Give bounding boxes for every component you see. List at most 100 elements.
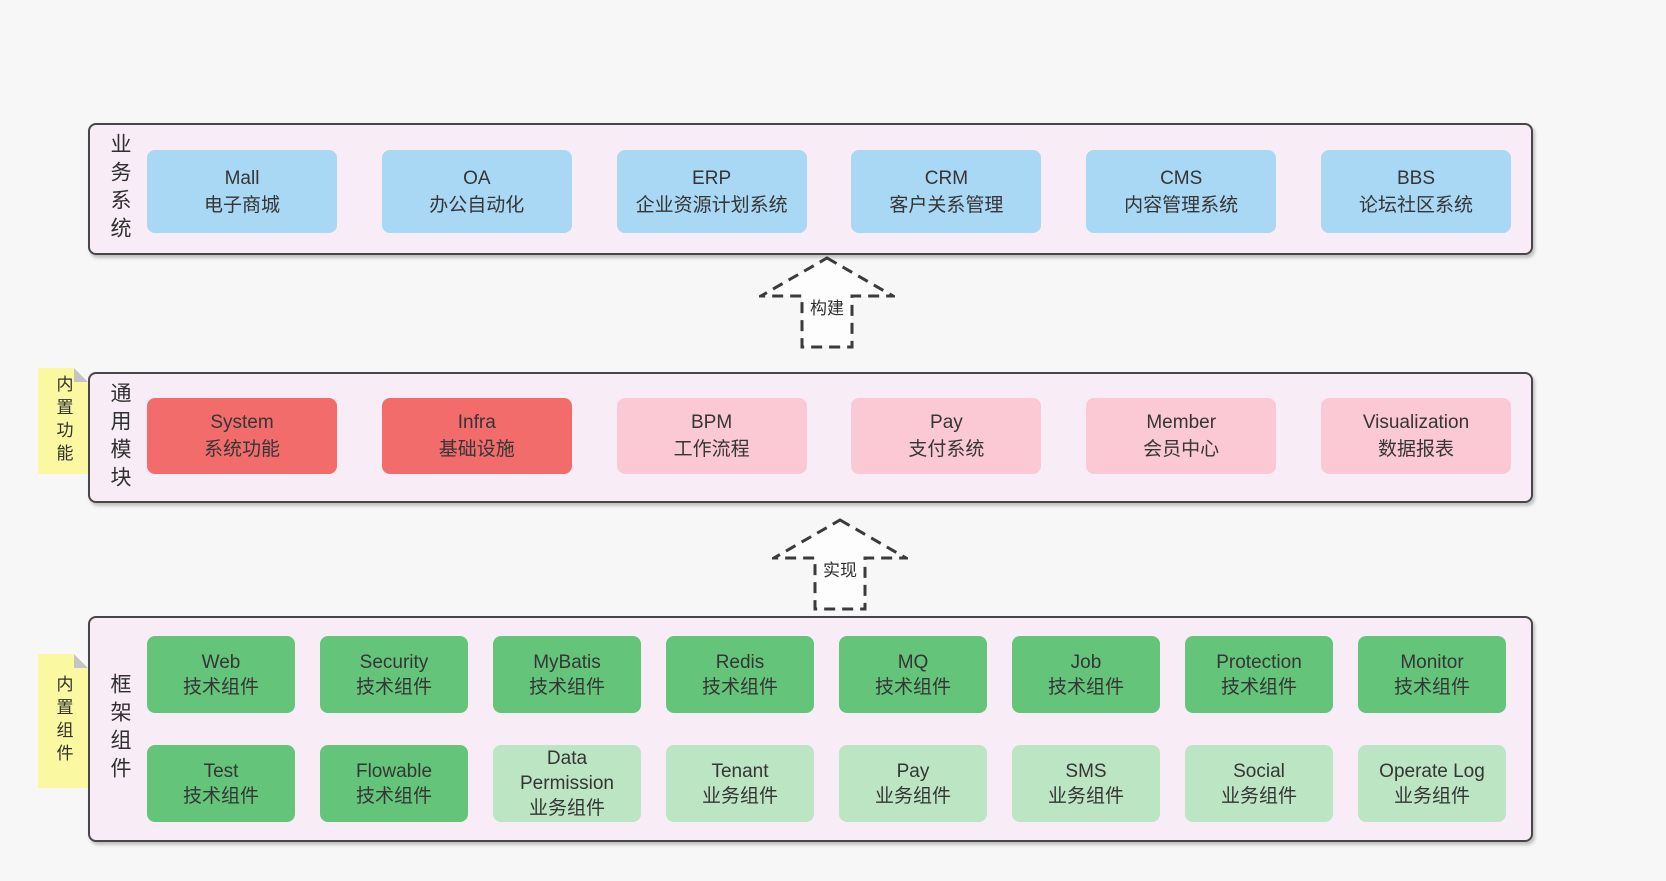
business-box-row: Mall 电子商城 OA 办公自动化 ERP 企业资源计划系统 CRM 客户关系… (147, 150, 1511, 233)
box-subtitle: 基础设施 (438, 439, 515, 460)
box-subtitle: 办公自动化 (429, 194, 525, 216)
box-job: Job 技术组件 (1012, 636, 1160, 713)
box-title: Pay (930, 412, 963, 433)
box-subtitle: 技术组件 (874, 676, 951, 698)
band-business-systems: 业务系统 Mall 电子商城 OA 办公自动化 ERP 企业资源计划系统 CRM… (88, 123, 1533, 255)
build-arrow-label: 构建 (759, 294, 895, 319)
components-box-row-1: Web 技术组件 Security 技术组件 MyBatis 技术组件 Redi… (147, 636, 1506, 713)
box-social: Social 业务组件 (1185, 745, 1333, 822)
box-bbs: BBS 论坛社区系统 (1320, 150, 1511, 233)
sticky-note-built-in-components: 内置组件 (38, 654, 88, 788)
box-subtitle: 电子商城 (203, 194, 280, 216)
box-subtitle: 业务组件 (1393, 785, 1470, 807)
box-title: BBS (1396, 167, 1435, 189)
box-title: Member (1146, 412, 1217, 433)
box-pay-business: Pay 业务组件 (839, 745, 987, 822)
band-label-common-modules: 通用模块 (108, 381, 131, 494)
box-protection: Protection 技术组件 (1185, 636, 1333, 713)
box-title: CRM (924, 167, 969, 189)
box-subtitle: 业务组件 (1220, 785, 1297, 807)
box-flowable: Flowable 技术组件 (320, 745, 468, 822)
components-box-row-2: Test 技术组件 Flowable 技术组件 Data Permission … (147, 745, 1506, 822)
box-title: Flowable (355, 760, 433, 782)
box-test: Test 技术组件 (147, 745, 295, 822)
band-label-framework-components: 框架组件 (108, 673, 131, 785)
box-sms: SMS 业务组件 (1012, 745, 1160, 822)
box-subtitle: 技术组件 (701, 676, 778, 698)
box-mybatis: MyBatis 技术组件 (493, 636, 641, 713)
box-title: Mall (224, 167, 260, 189)
box-subtitle: 企业资源计划系统 (635, 194, 788, 216)
box-title: BPM (691, 412, 733, 433)
box-oa: OA 办公自动化 (381, 150, 572, 233)
band-framework-components: 框架组件 Web 技术组件 Security 技术组件 MyBatis 技术组件… (88, 616, 1533, 842)
box-subtitle: 技术组件 (1047, 676, 1124, 698)
box-title: Tenant (711, 760, 769, 782)
box-subtitle: 内容管理系统 (1124, 194, 1239, 216)
box-subtitle: 业务组件 (1047, 785, 1124, 807)
box-subtitle: 客户关系管理 (889, 194, 1004, 216)
box-title: Web (201, 651, 241, 673)
box-redis: Redis 技术组件 (666, 636, 814, 713)
box-title: Data Permission (520, 748, 614, 794)
box-cms: CMS 内容管理系统 (1086, 150, 1277, 233)
box-bpm: BPM 工作流程 (616, 398, 807, 474)
box-subtitle: 论坛社区系统 (1358, 194, 1473, 216)
box-title: ERP (692, 167, 732, 189)
box-subtitle: 数据报表 (1377, 439, 1454, 460)
box-security: Security 技术组件 (320, 636, 468, 713)
box-pay: Pay 支付系统 (851, 398, 1042, 474)
box-member: Member 会员中心 (1086, 398, 1277, 474)
box-title: Visualization (1362, 412, 1470, 433)
box-visualization: Visualization 数据报表 (1320, 398, 1511, 474)
box-subtitle: 技术组件 (1220, 676, 1297, 698)
build-arrow: 构建 (759, 256, 895, 350)
box-operate-log: Operate Log 业务组件 (1358, 745, 1506, 822)
box-subtitle: 业务组件 (528, 798, 605, 819)
box-title: Test (203, 760, 239, 782)
box-title: Job (1070, 651, 1102, 673)
box-crm: CRM 客户关系管理 (851, 150, 1042, 233)
box-title: MyBatis (533, 651, 601, 673)
sticky-label: 内置组件 (53, 675, 73, 767)
box-mall: Mall 电子商城 (147, 150, 337, 233)
band-label-business-systems: 业务系统 (108, 133, 131, 245)
box-title: CMS (1160, 167, 1203, 189)
box-subtitle: 技术组件 (528, 676, 605, 698)
box-infra: Infra 基础设施 (381, 398, 572, 474)
box-subtitle: 技术组件 (1393, 676, 1470, 698)
box-subtitle: 技术组件 (355, 676, 432, 698)
box-monitor: Monitor 技术组件 (1358, 636, 1506, 713)
box-subtitle: 系统功能 (203, 439, 280, 460)
box-title: Operate Log (1379, 760, 1485, 782)
box-subtitle: 业务组件 (874, 785, 951, 807)
box-title: Infra (457, 412, 496, 433)
box-title: Redis (715, 651, 765, 673)
band-common-modules: 通用模块 System 系统功能 Infra 基础设施 BPM 工作流程 Pay… (88, 372, 1533, 503)
modules-box-row: System 系统功能 Infra 基础设施 BPM 工作流程 Pay 支付系统… (147, 398, 1511, 474)
box-title: SMS (1065, 760, 1107, 782)
implement-arrow: 实现 (772, 518, 908, 612)
box-title: System (210, 412, 274, 433)
sticky-label: 内置功能 (53, 375, 73, 467)
box-title: Social (1233, 760, 1285, 782)
box-erp: ERP 企业资源计划系统 (616, 150, 807, 233)
sticky-note-built-in-functions: 内置功能 (38, 368, 88, 474)
box-subtitle: 技术组件 (182, 785, 259, 807)
box-subtitle: 支付系统 (908, 439, 985, 460)
box-mq: MQ 技术组件 (839, 636, 987, 713)
box-data-permission: Data Permission 业务组件 (493, 745, 641, 822)
box-title: Pay (896, 760, 930, 782)
box-title: OA (463, 167, 491, 189)
box-subtitle: 技术组件 (182, 676, 259, 698)
box-web: Web 技术组件 (147, 636, 295, 713)
box-system: System 系统功能 (147, 398, 337, 474)
box-subtitle: 技术组件 (355, 785, 432, 807)
box-title: MQ (897, 651, 929, 673)
box-subtitle: 会员中心 (1143, 439, 1220, 460)
box-subtitle: 业务组件 (701, 785, 778, 807)
box-title: Security (359, 651, 429, 673)
box-title: Protection (1216, 651, 1302, 673)
box-title: Monitor (1400, 651, 1464, 673)
implement-arrow-label: 实现 (772, 556, 908, 581)
